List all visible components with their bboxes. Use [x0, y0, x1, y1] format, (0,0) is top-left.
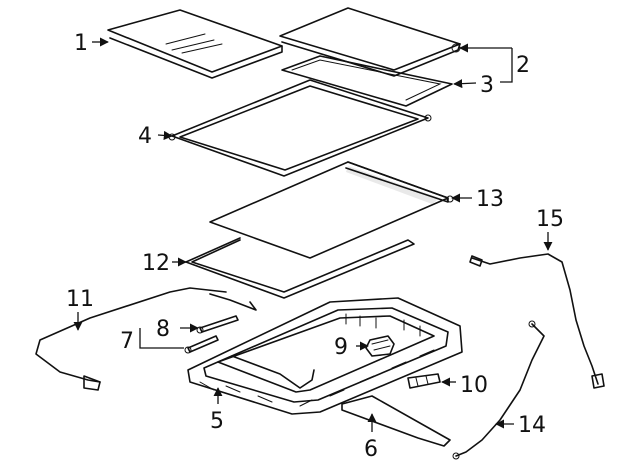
part-glass-panel — [107, 9, 283, 79]
callout-5: 5 — [210, 409, 224, 434]
callout-13: 13 — [476, 187, 504, 212]
part-weatherstrip — [168, 79, 432, 177]
callout-3: 3 — [480, 73, 494, 98]
part-control-module — [407, 373, 441, 389]
part-guide-pins — [184, 315, 239, 354]
callout-11: 11 — [66, 287, 94, 312]
leader-4 — [157, 130, 173, 140]
callout-15: 15 — [536, 207, 564, 232]
callout-6: 6 — [364, 437, 378, 462]
part-frame-seal — [185, 237, 415, 299]
part-drain-hose-front — [35, 287, 257, 391]
bracket-7 — [139, 328, 184, 349]
part-sunroof-frame — [187, 297, 463, 415]
callout-4: 4 — [138, 124, 152, 149]
callout-8: 8 — [156, 317, 170, 342]
callout-labels: 1 2 3 4 5 6 7 8 9 10 11 12 13 14 15 — [66, 31, 564, 462]
callout-2: 2 — [516, 53, 530, 78]
leader-3 — [453, 79, 477, 89]
callout-7: 7 — [120, 329, 134, 354]
leader-lines — [73, 37, 553, 432]
callout-1: 1 — [74, 31, 88, 56]
part-glass-seal — [281, 55, 453, 107]
callout-14: 14 — [518, 413, 546, 438]
callout-10: 10 — [460, 373, 488, 398]
callout-12: 12 — [142, 251, 170, 276]
part-wiring-harness — [469, 253, 605, 389]
part-side-rail — [341, 395, 451, 447]
part-sunshade — [209, 161, 454, 259]
part-drain-hose-rear — [452, 320, 545, 460]
bracket-2-3 — [500, 48, 513, 83]
part-motor — [365, 335, 395, 357]
callout-9: 9 — [334, 335, 348, 360]
